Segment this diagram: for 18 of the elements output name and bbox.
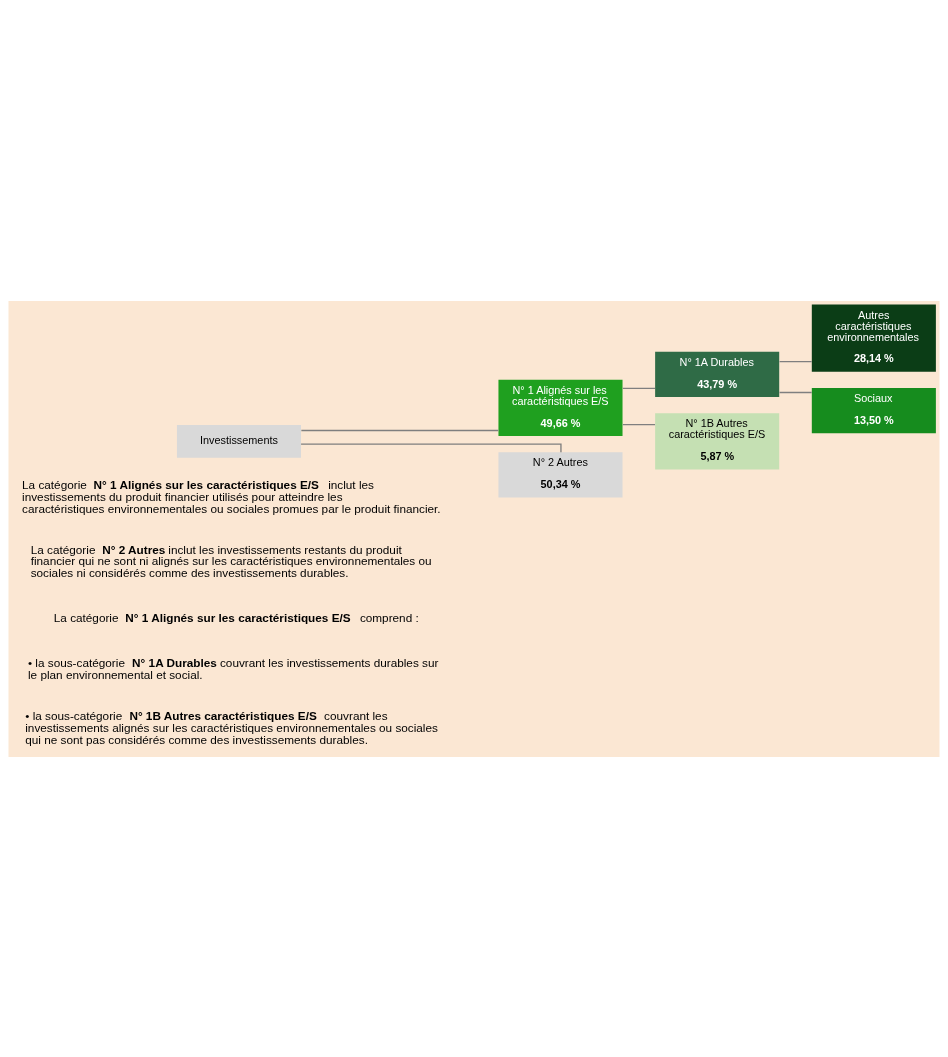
connector: [778, 360, 813, 362]
connector: [300, 442, 562, 453]
label: La catégorie N° 2 Autres inclut les investissements restants du produit financier qui ne sont ni alignés sur les caractéristiques environnementales ou sociales ni considérés comme des investissements durables.: [30, 542, 432, 579]
connector: [622, 423, 656, 425]
node-box: N° 2 Autres 50,34 %: [498, 451, 623, 498]
node-box: Autres caractéristiques environnementales 28,14 %: [811, 304, 936, 372]
node-box: Investissements: [176, 424, 301, 458]
label: • la sous-catégorie N° 1A Durables couvrant les investissements durables sur le plan environnemental et social.: [27, 655, 439, 681]
connector: [300, 429, 499, 431]
label: La catégorie N° 1 Alignés sur les caractéristiques E/S comprend :: [53, 610, 419, 624]
label: La catégorie N° 1 Alignés sur les caractéristiques E/S inclut les investissements du produit financier utilisés pour atteindre les caractéristiques environnementales ou sociales promues par le produit financier.: [22, 477, 441, 515]
connector: [622, 387, 656, 389]
node-box: Sociaux 13,50 %: [811, 387, 936, 433]
node-box: N° 1A Durables 43,79 %: [655, 351, 780, 397]
label: • la sous-catégorie N° 1B Autres caractéristiques E/S couvrant les investissements alignés sur les caractéristiques environnementales ou sociales qui ne sont pas considérés comme des investissements durables.: [25, 708, 438, 746]
connector: [778, 391, 813, 393]
node-box: N° 1 Alignés sur les caractéristiques E/S 49,66 %: [498, 379, 623, 436]
node-box: N° 1B Autres caractéristiques E/S 5,87 %: [655, 412, 780, 469]
